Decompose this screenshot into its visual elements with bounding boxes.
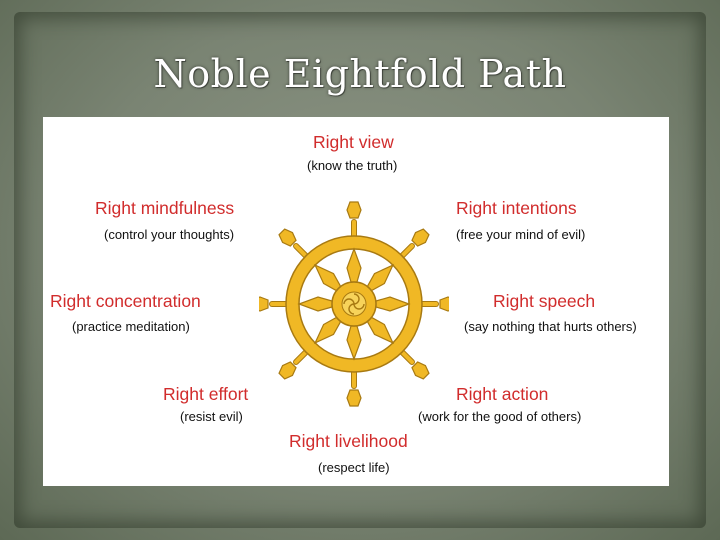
label-right-livelihood: Right livelihood — [289, 431, 408, 451]
wheel-handle-7 — [278, 228, 297, 247]
wheel-handle-4 — [346, 389, 362, 407]
wheel-handle-6 — [259, 296, 269, 312]
wheel-handle-2 — [439, 296, 449, 312]
wheel-hub-swirl — [343, 293, 365, 315]
wheel-stem-7 — [294, 244, 308, 258]
diagram-panel: Right view (know the truth) Right intent… — [43, 117, 669, 486]
desc-right-speech: (say nothing that hurts others) — [464, 319, 637, 334]
label-right-effort: Right effort — [163, 384, 249, 404]
wheel-stem-1 — [400, 244, 414, 258]
label-right-mindfulness: Right mindfulness — [95, 198, 235, 218]
dharma-wheel — [259, 201, 449, 407]
desc-right-mindfulness: (control your thoughts) — [104, 227, 235, 242]
desc-right-view: (know the truth) — [307, 158, 398, 173]
desc-right-concentration: (practice meditation) — [72, 319, 190, 334]
label-right-intentions: Right intentions — [456, 198, 577, 218]
wheel-handle-0 — [346, 201, 362, 219]
slide-title: Noble Eightfold Path — [153, 52, 567, 96]
desc-right-effort: (resist evil) — [180, 409, 243, 424]
desc-right-livelihood: (respect life) — [318, 460, 390, 475]
wheel-handle-1 — [411, 228, 430, 247]
wheel-handle-3 — [411, 361, 430, 380]
label-right-action: Right action — [456, 384, 549, 404]
desc-right-intentions: (free your mind of evil) — [456, 227, 586, 242]
label-right-view: Right view — [313, 132, 394, 152]
label-right-speech: Right speech — [493, 291, 596, 311]
wheel-stem-5 — [294, 350, 308, 364]
label-right-concentration: Right concentration — [50, 291, 201, 311]
wheel-stem-3 — [400, 350, 414, 364]
wheel-handle-5 — [278, 361, 297, 380]
desc-right-action: (work for the good of others) — [418, 409, 582, 424]
